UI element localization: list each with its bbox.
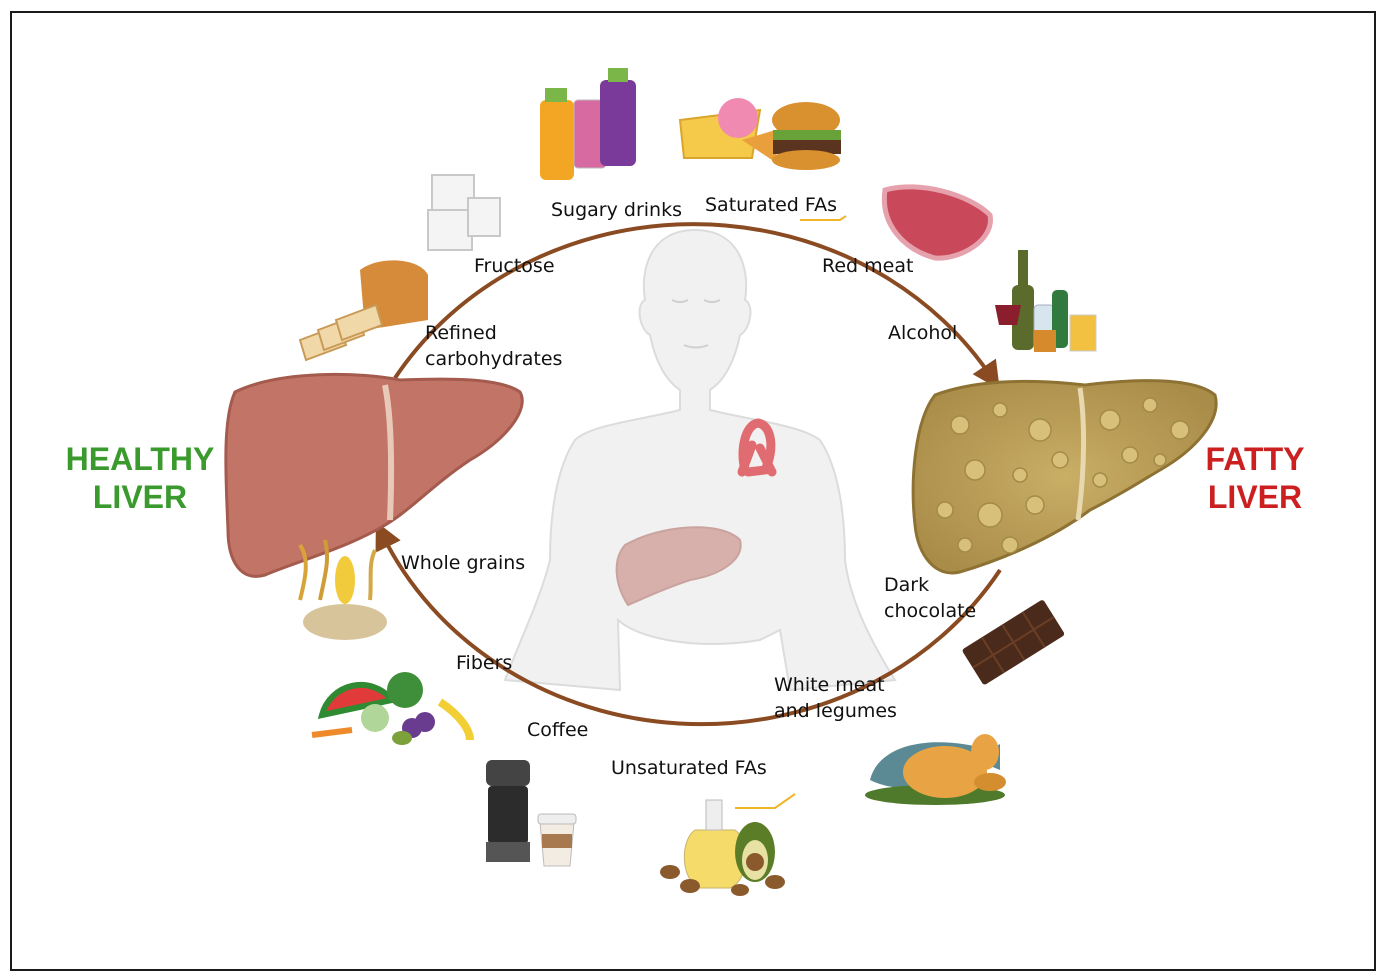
- sugar-cubes-icon: [428, 175, 500, 250]
- bread-icon: [300, 260, 428, 360]
- label-refined-carbohydrates: Refined carbohydrates: [425, 320, 562, 372]
- alcohol-bottles-icon: [995, 250, 1096, 352]
- label-sugary-drinks: Sugary drinks: [551, 197, 682, 223]
- red-meat-icon: [884, 187, 990, 258]
- fruits-vegetables-icon: [312, 672, 470, 745]
- label-refined-line2: carbohydrates: [425, 346, 562, 372]
- label-white-meat-legumes: White meat and legumes: [774, 672, 897, 724]
- label-white-meat-line2: and legumes: [774, 698, 897, 724]
- label-white-meat-line1: White meat: [774, 672, 897, 698]
- label-coffee: Coffee: [527, 717, 588, 743]
- label-fructose: Fructose: [474, 253, 555, 279]
- label-dark-line2: chocolate: [884, 598, 976, 624]
- label-fibers: Fibers: [456, 650, 512, 676]
- label-dark-chocolate: Dark chocolate: [884, 572, 976, 624]
- healthy-title-line1: HEALTHY: [45, 440, 235, 478]
- chocolate-bar-icon: [962, 599, 1066, 685]
- fatty-title-line1: FATTY: [1160, 440, 1350, 478]
- human-body-icon: [505, 230, 895, 690]
- label-dark-line1: Dark: [884, 572, 976, 598]
- oil-nuts-avocado-icon: [660, 794, 795, 896]
- label-unsaturated-fas: Unsaturated FAs: [611, 755, 767, 781]
- fatty-title-line2: LIVER: [1160, 478, 1350, 516]
- juice-bottles-icon: [540, 68, 636, 180]
- fatty-liver-title: FATTY LIVER: [1160, 440, 1350, 516]
- healthy-liver-title: HEALTHY LIVER: [45, 440, 235, 516]
- label-whole-grains: Whole grains: [401, 550, 525, 576]
- label-saturated-fas: Saturated FAs: [705, 192, 837, 218]
- coffee-grinder-icon: [486, 760, 576, 866]
- chicken-fish-icon: [865, 734, 1006, 805]
- junk-food-icon: [680, 98, 841, 170]
- healthy-liver-icon: [226, 374, 522, 576]
- label-refined-line1: Refined: [425, 320, 562, 346]
- healthy-title-line2: LIVER: [45, 478, 235, 516]
- label-alcohol: Alcohol: [888, 320, 957, 346]
- label-red-meat: Red meat: [822, 253, 913, 279]
